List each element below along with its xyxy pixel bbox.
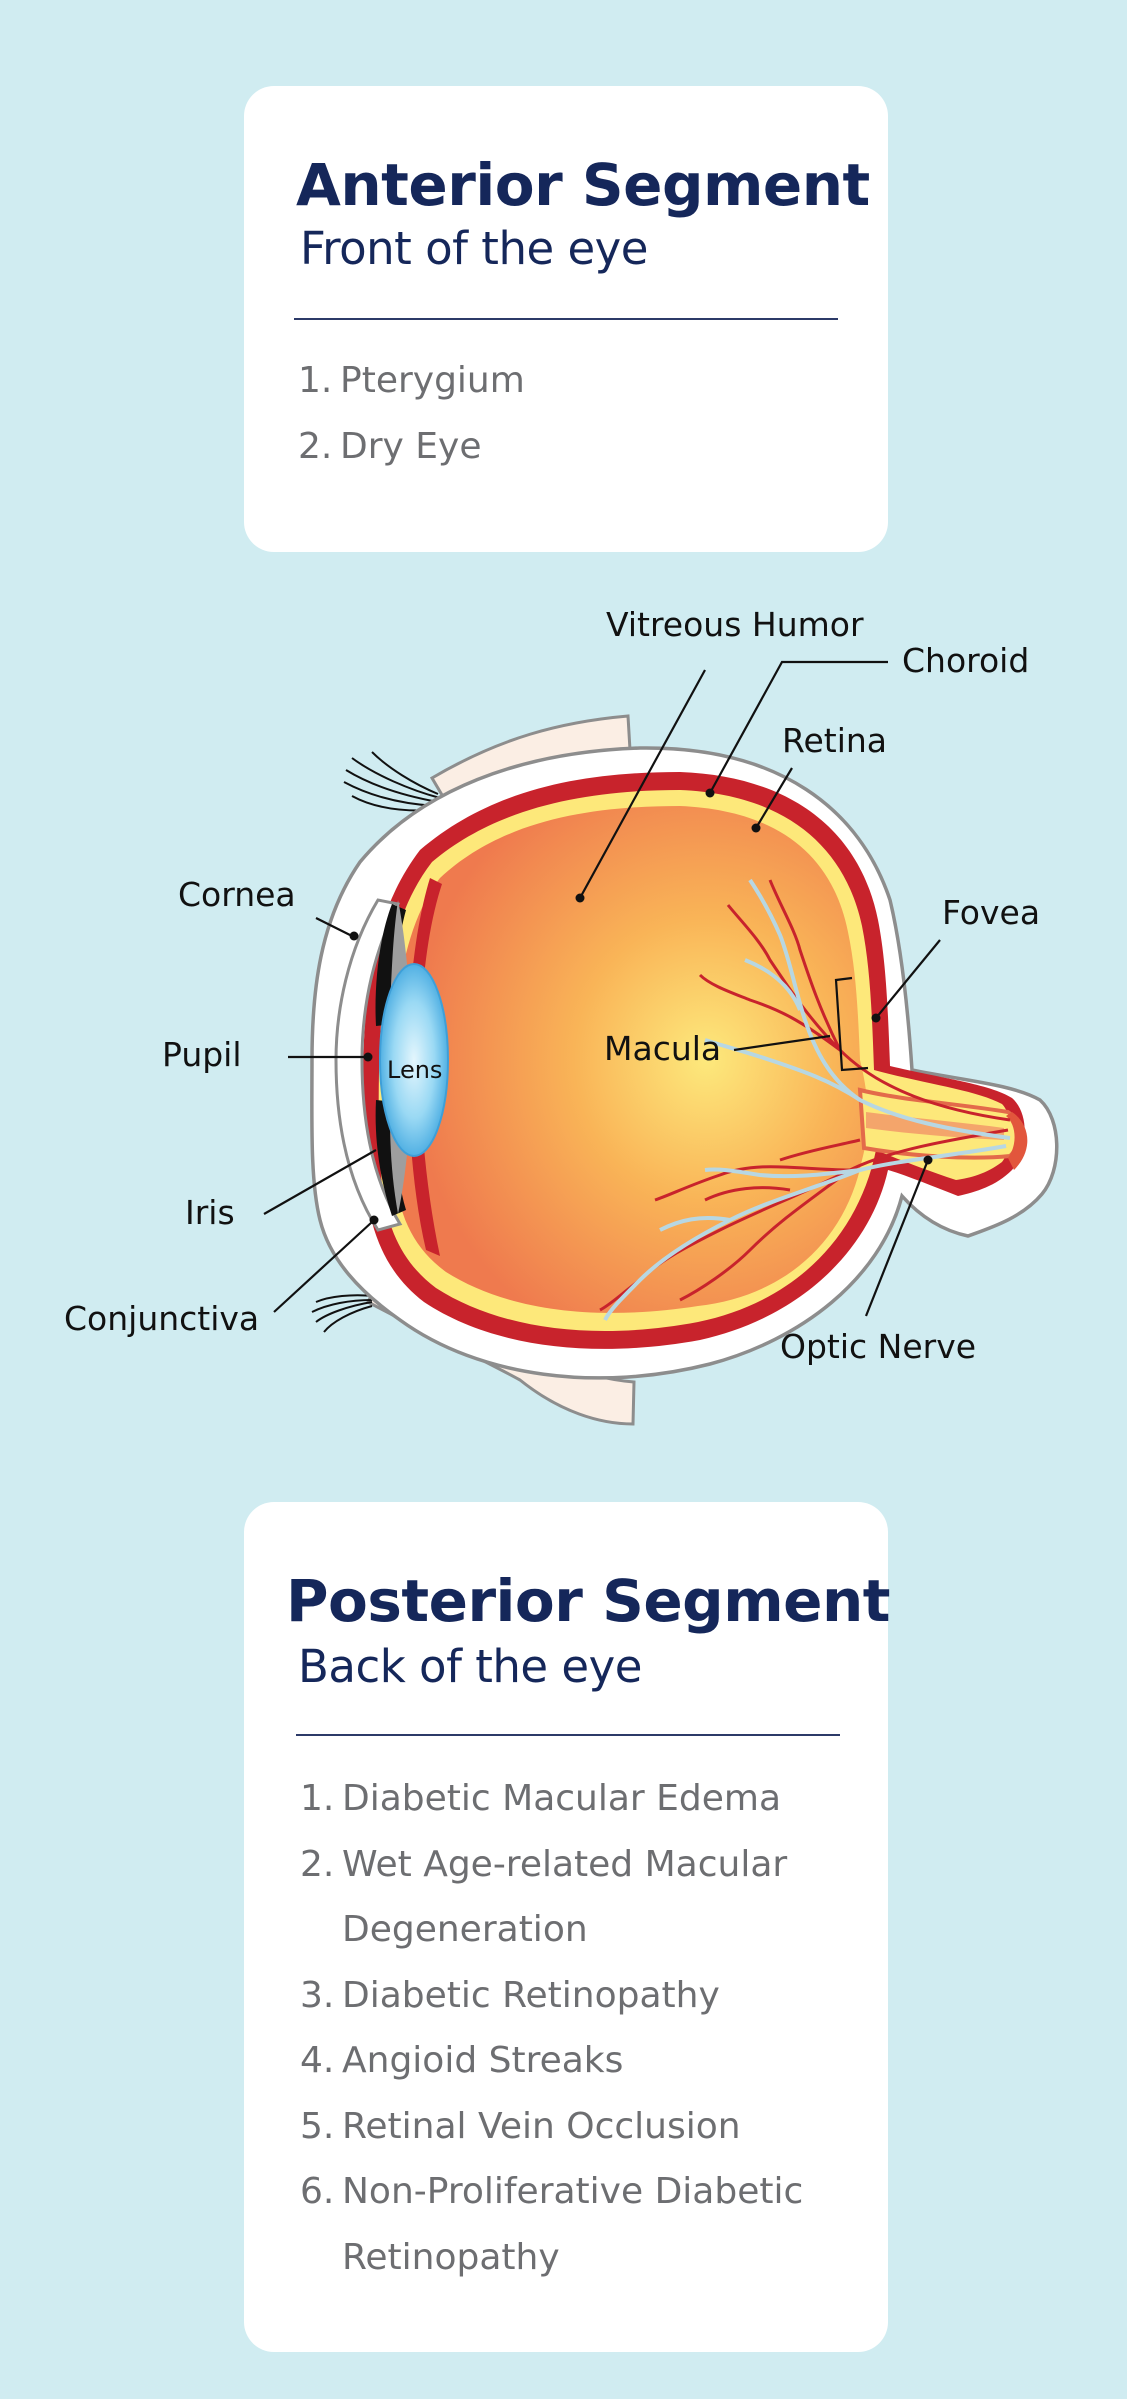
label-retina: Retina bbox=[782, 721, 887, 760]
anterior-segment-subtitle: Front of the eye bbox=[300, 222, 648, 275]
posterior-segment-title: Posterior Segment bbox=[286, 1567, 890, 1635]
list-item-text: Diabetic Retinopathy bbox=[342, 1974, 720, 2016]
label-lens: Lens bbox=[387, 1056, 442, 1084]
list-item-number: 1. bbox=[300, 1778, 335, 1819]
list-item-text: Retinal Vein Occlusion bbox=[342, 2105, 741, 2147]
list-item-text: Non-Proliferative Diabetic bbox=[342, 2171, 804, 2212]
list-item-number: 5. bbox=[300, 2105, 335, 2147]
list-item: 1. Pterygium bbox=[298, 348, 525, 414]
retinal-veins bbox=[603, 878, 1011, 1321]
label-cornea: Cornea bbox=[178, 875, 296, 914]
anterior-divider bbox=[294, 318, 838, 320]
lens bbox=[379, 963, 449, 1157]
list-item-text: Retinopathy bbox=[342, 2236, 560, 2278]
label-pupil: Pupil bbox=[162, 1035, 242, 1074]
list-item: 4. Angioid Streaks bbox=[300, 2028, 803, 2094]
list-item-number: 3. bbox=[300, 1974, 335, 2016]
optic-nerve-tip bbox=[1006, 1112, 1028, 1170]
anterior-segment-title: Anterior Segment bbox=[296, 151, 870, 219]
list-item: Degeneration bbox=[300, 1897, 803, 1963]
list-item-text: Diabetic Macular Edema bbox=[342, 1778, 782, 1819]
label-choroid: Choroid bbox=[902, 641, 1029, 680]
posterior-segment-subtitle: Back of the eye bbox=[298, 1640, 642, 1693]
list-item-number: 2. bbox=[300, 1843, 335, 1885]
posterior-segment-card: Posterior Segment Back of the eye 1. Dia… bbox=[244, 1502, 890, 2352]
list-item-text: Angioid Streaks bbox=[342, 2040, 624, 2081]
anterior-segment-card: Anterior Segment Front of the eye 1. Pte… bbox=[244, 86, 888, 552]
list-item-text: Wet Age-related Macular bbox=[342, 1843, 788, 1885]
upper-eyelashes bbox=[343, 751, 441, 812]
label-fovea: Fovea bbox=[942, 893, 1040, 932]
posterior-conditions-list: 1. Diabetic Macular Edema 2. Wet Age-rel… bbox=[300, 1766, 803, 2290]
anterior-conditions-list: 1. Pterygium 2. Dry Eye bbox=[298, 348, 525, 479]
list-item: 3. Diabetic Retinopathy bbox=[300, 1963, 803, 2029]
retinal-arteries bbox=[599, 879, 1011, 1312]
list-item: 2. Wet Age-related Macular bbox=[300, 1832, 803, 1898]
list-item-number: 1. bbox=[298, 360, 333, 401]
posterior-divider bbox=[296, 1734, 840, 1736]
list-item: 2. Dry Eye bbox=[298, 414, 525, 480]
lower-eyelashes bbox=[311, 1294, 375, 1333]
label-vitreous-humor: Vitreous Humor bbox=[606, 605, 864, 644]
list-item-number: 6. bbox=[300, 2171, 335, 2212]
list-item: 5. Retinal Vein Occlusion bbox=[300, 2094, 803, 2160]
list-item: 1. Diabetic Macular Edema bbox=[300, 1766, 803, 1832]
vitreous-humor bbox=[392, 806, 868, 1313]
label-optic-nerve: Optic Nerve bbox=[780, 1327, 976, 1366]
list-item-text: Pterygium bbox=[340, 360, 525, 401]
leader-lines bbox=[263, 660, 941, 1317]
list-item-text: Degeneration bbox=[342, 1909, 588, 1950]
list-item-number: 4. bbox=[300, 2040, 335, 2081]
list-item-text: Dry Eye bbox=[340, 425, 482, 467]
label-macula: Macula bbox=[604, 1029, 721, 1068]
list-item-number: 2. bbox=[298, 425, 333, 467]
list-item: Retinopathy bbox=[300, 2225, 803, 2291]
label-iris: Iris bbox=[185, 1193, 235, 1232]
cornea bbox=[334, 898, 403, 1232]
list-item: 6. Non-Proliferative Diabetic bbox=[300, 2159, 803, 2225]
label-conjunctiva: Conjunctiva bbox=[64, 1299, 259, 1338]
eye-anatomy-diagram: Vitreous Humor Choroid Retina Cornea Fov… bbox=[64, 605, 1059, 1426]
